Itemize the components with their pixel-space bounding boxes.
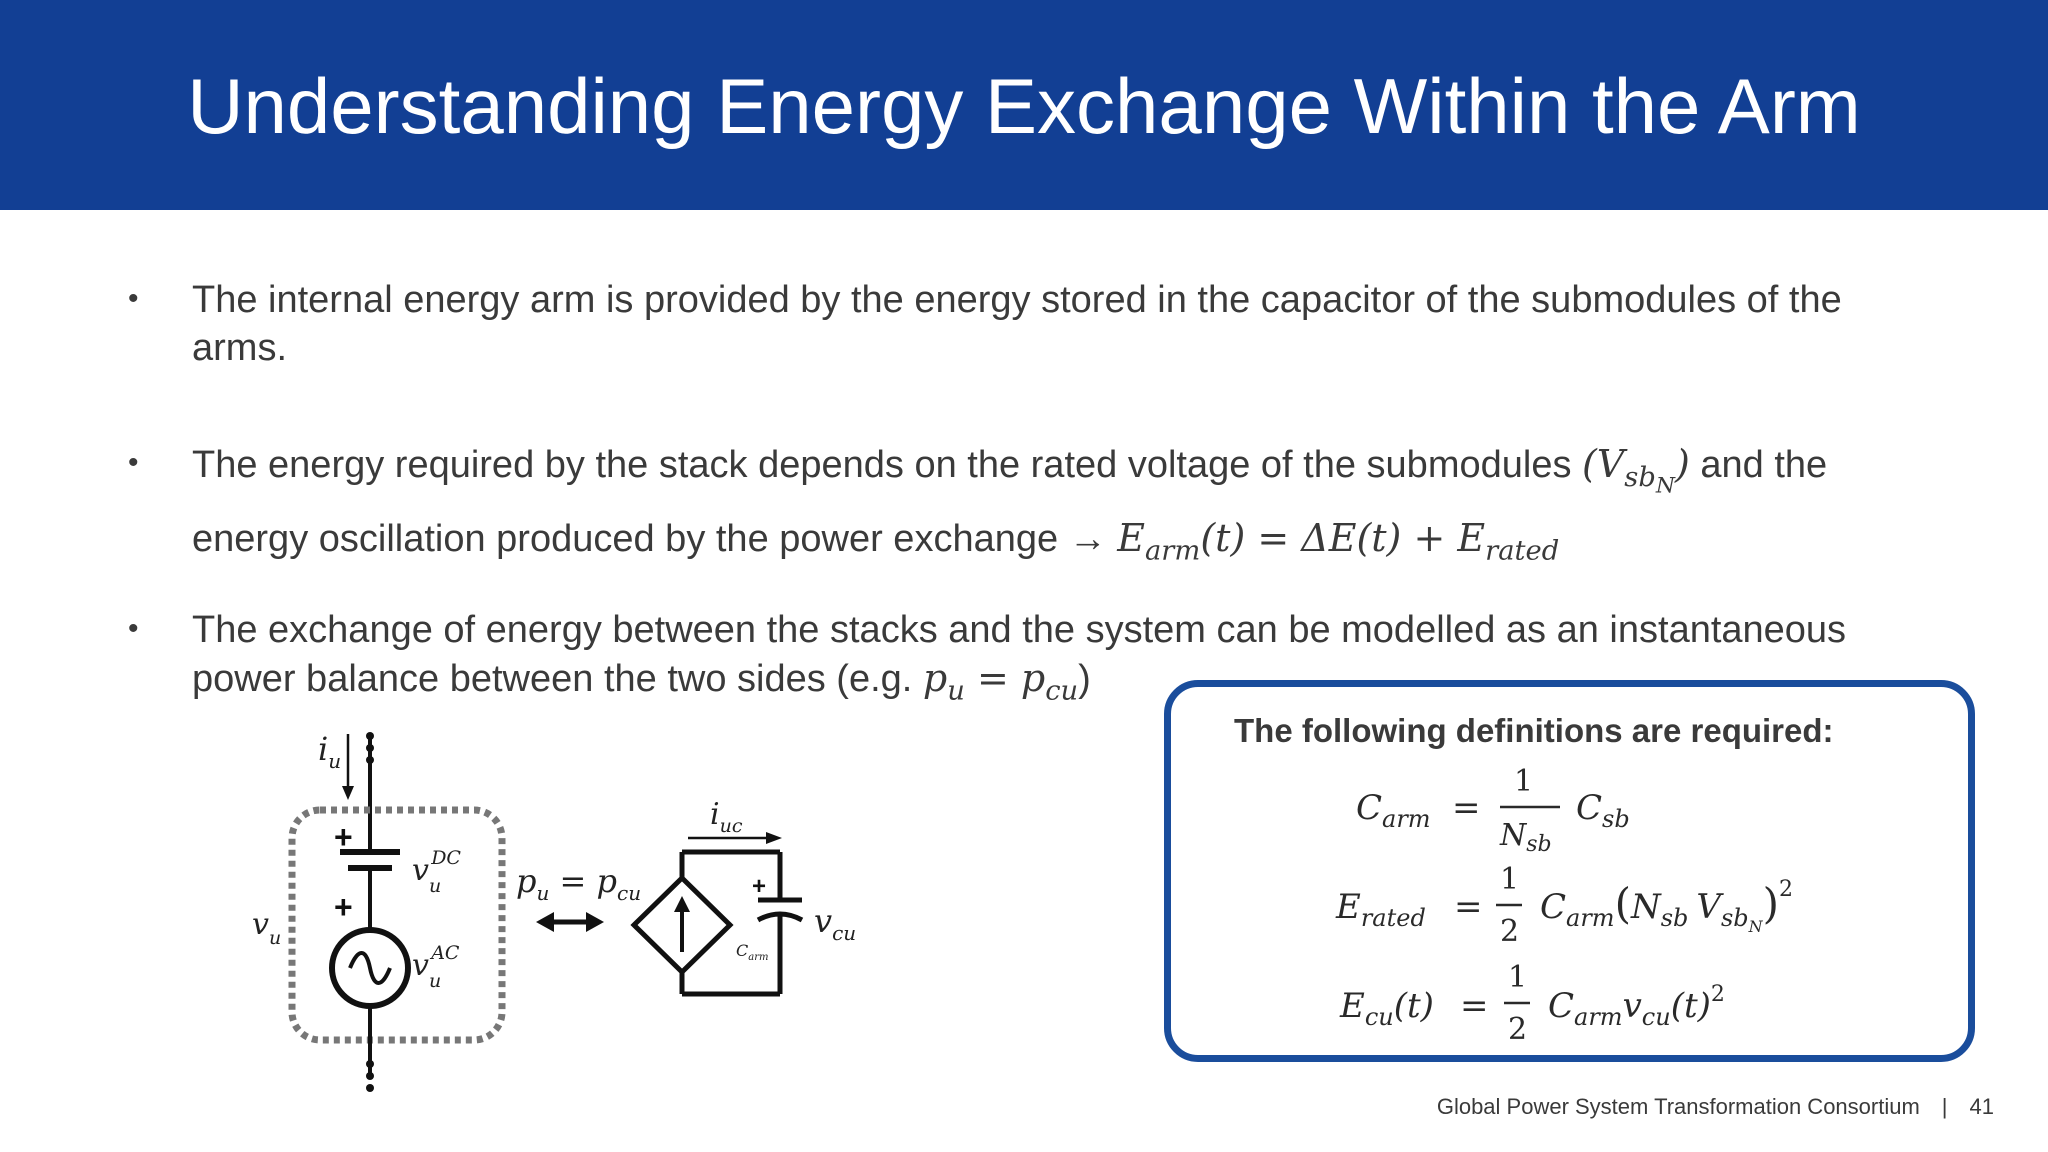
- vsbn-symbol: (VsbN): [1582, 442, 1690, 499]
- bullet-2-text-a: The energy required by the stack depends…: [192, 444, 1572, 486]
- svg-text:=: =: [1460, 986, 1489, 1026]
- svg-text:Csb: Csb: [1576, 788, 1630, 833]
- footer-separator: |: [1941, 1094, 1948, 1119]
- bullet-marker-1: •: [128, 282, 139, 315]
- cap-plus: +: [752, 873, 766, 900]
- svg-text:Erated: Erated: [1335, 887, 1426, 932]
- dc-plus: +: [334, 819, 353, 855]
- svg-text:=: =: [1452, 788, 1481, 828]
- carm-label: Carm: [736, 941, 768, 963]
- up-arrow-icon: [674, 896, 690, 912]
- footer: Global Power System Transformation Conso…: [1437, 1094, 1994, 1120]
- svg-text:2: 2: [1500, 914, 1519, 949]
- svg-text:1: 1: [1500, 862, 1519, 897]
- bullet-1: The internal energy arm is provided by t…: [192, 279, 1842, 369]
- vcu-label: vcu: [814, 902, 856, 945]
- svg-text:2: 2: [1508, 1012, 1527, 1047]
- arm-circuit-diagram: iu + vuDC + vuAC vu pu = pcu iuc + Carm …: [252, 730, 856, 1092]
- svg-text:Carm: Carm: [1356, 788, 1431, 833]
- svg-text:=: =: [1454, 887, 1483, 927]
- definitions-heading: The following definitions are required:: [1234, 712, 1834, 749]
- equation-ecu: Ecu(t) = 1 2 Carmvcu(t)2: [1339, 960, 1725, 1047]
- power-balance-inline: pu = pcu: [922, 656, 1079, 707]
- page-number: 41: [1969, 1094, 1994, 1119]
- arm-dotted-boundary: [288, 806, 506, 1044]
- bullet-marker-3: •: [128, 612, 139, 645]
- definitions-box: [1164, 680, 1975, 1062]
- bottom-terminal: [366, 1060, 374, 1092]
- svg-text:Carmvcu(t)2: Carmvcu(t)2: [1548, 982, 1725, 1031]
- title-banner: [0, 0, 2048, 210]
- bullet-2: The energy required by the stack depends…: [192, 438, 1932, 578]
- equation-carm: Carm = 1 Nsb Csb: [1356, 764, 1630, 857]
- arrow-symbol: →: [1068, 518, 1107, 561]
- svg-text:1: 1: [1514, 764, 1533, 799]
- bullet-3: The exchange of energy between the stack…: [192, 609, 1847, 707]
- bullet-3-text: The exchange of energy between the stack…: [192, 609, 1847, 700]
- svg-text:Nsb: Nsb: [1499, 818, 1552, 857]
- bullet-2-text-b: and the energy oscillation produced by t…: [192, 444, 1828, 561]
- power-balance-label: pu = pcu: [516, 862, 641, 905]
- ac-plus: +: [334, 889, 353, 925]
- iuc-label: iuc: [710, 797, 743, 837]
- vuac-label: vuAC: [412, 942, 460, 992]
- sine-icon: [348, 951, 392, 985]
- svg-text:Ecu(t): Ecu(t): [1339, 986, 1434, 1031]
- footer-org: Global Power System Transformation Conso…: [1436, 1094, 1920, 1119]
- earm-equation: Earm(t) = ΔE(t) + Erated: [1117, 516, 1560, 567]
- vu-label: vu: [252, 907, 281, 949]
- vudc-label: vuDC: [412, 847, 461, 897]
- iu-label: iu: [318, 730, 341, 773]
- svg-text:1: 1: [1508, 960, 1527, 995]
- slide-title: Understanding Energy Exchange Within the…: [187, 62, 1861, 150]
- bullet-marker-2: •: [128, 446, 139, 479]
